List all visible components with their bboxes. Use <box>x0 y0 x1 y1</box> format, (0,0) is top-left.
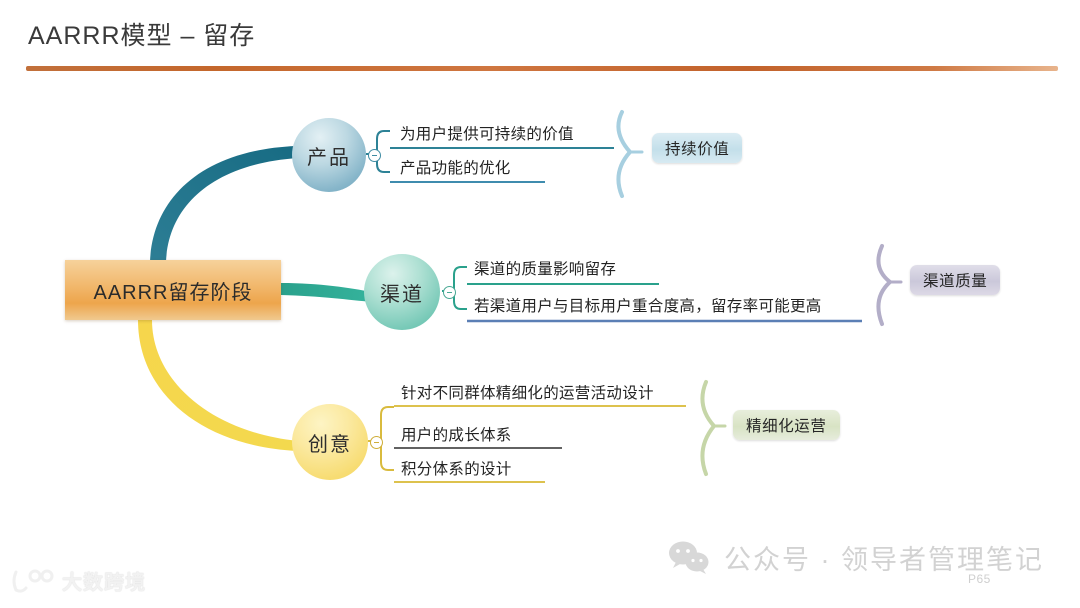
sub-item-channel-0: 渠道的质量影响留存 <box>474 261 617 278</box>
branch-label-channel: 渠道 <box>380 283 424 306</box>
wechat-icon <box>669 541 709 574</box>
branch-label-product: 产品 <box>307 146 351 169</box>
title-divider <box>26 66 1058 71</box>
summary-pill-creative[interactable]: 精细化运营 <box>733 410 840 440</box>
sub-item-product-0: 为用户提供可持续的价值 <box>400 126 574 143</box>
sub-item-channel-1: 若渠道用户与目标用户重合度高，留存率可能更高 <box>474 298 822 315</box>
connector-product <box>150 146 298 262</box>
page-number: P65 <box>968 572 991 586</box>
collapse-toggle-channel-icon[interactable] <box>443 286 456 299</box>
brand-logo: 大数跨境 <box>10 566 146 595</box>
branch-node-creative[interactable]: 创意 <box>292 404 368 480</box>
sub-item-product-1: 产品功能的优化 <box>400 160 511 177</box>
brace-creative <box>700 380 727 476</box>
branch-label-creative: 创意 <box>308 433 352 456</box>
sub-item-creative-2: 积分体系的设计 <box>401 461 512 478</box>
sub-item-creative-0: 针对不同群体精细化的运营活动设计 <box>401 385 654 402</box>
sub-item-creative-1: 用户的成长体系 <box>401 427 512 444</box>
bracket-channel <box>453 266 467 310</box>
branch-node-product[interactable]: 产品 <box>292 118 366 192</box>
brace-channel <box>876 244 903 326</box>
mindmap-root-node[interactable]: AARRR留存阶段 <box>65 260 281 320</box>
summary-pill-product[interactable]: 持续价值 <box>652 133 743 163</box>
watermark-text: 公众号 · 领导者管理笔记 <box>724 545 1044 575</box>
page-title: AARRR模型 – 留存 <box>28 22 256 50</box>
branch-node-channel[interactable]: 渠道 <box>364 254 440 330</box>
summary-label-product: 持续价值 <box>665 141 730 158</box>
summary-label-creative: 精细化运营 <box>746 418 827 435</box>
brand-text: 大数跨境 <box>62 572 146 594</box>
watermark: 公众号 · 领导者管理笔记 <box>668 538 1044 577</box>
brand-mark-icon <box>12 569 54 593</box>
collapse-toggle-creative-icon[interactable] <box>370 436 383 449</box>
summary-pill-channel[interactable]: 渠道质量 <box>910 265 1001 295</box>
root-node-label: AARRR留存阶段 <box>93 281 253 304</box>
connector-channel <box>281 283 372 302</box>
connector-creative <box>138 320 298 451</box>
brace-product <box>616 110 644 198</box>
bracket-creative <box>380 406 394 471</box>
collapse-toggle-product-icon[interactable] <box>368 149 381 162</box>
summary-label-channel: 渠道质量 <box>923 273 988 290</box>
